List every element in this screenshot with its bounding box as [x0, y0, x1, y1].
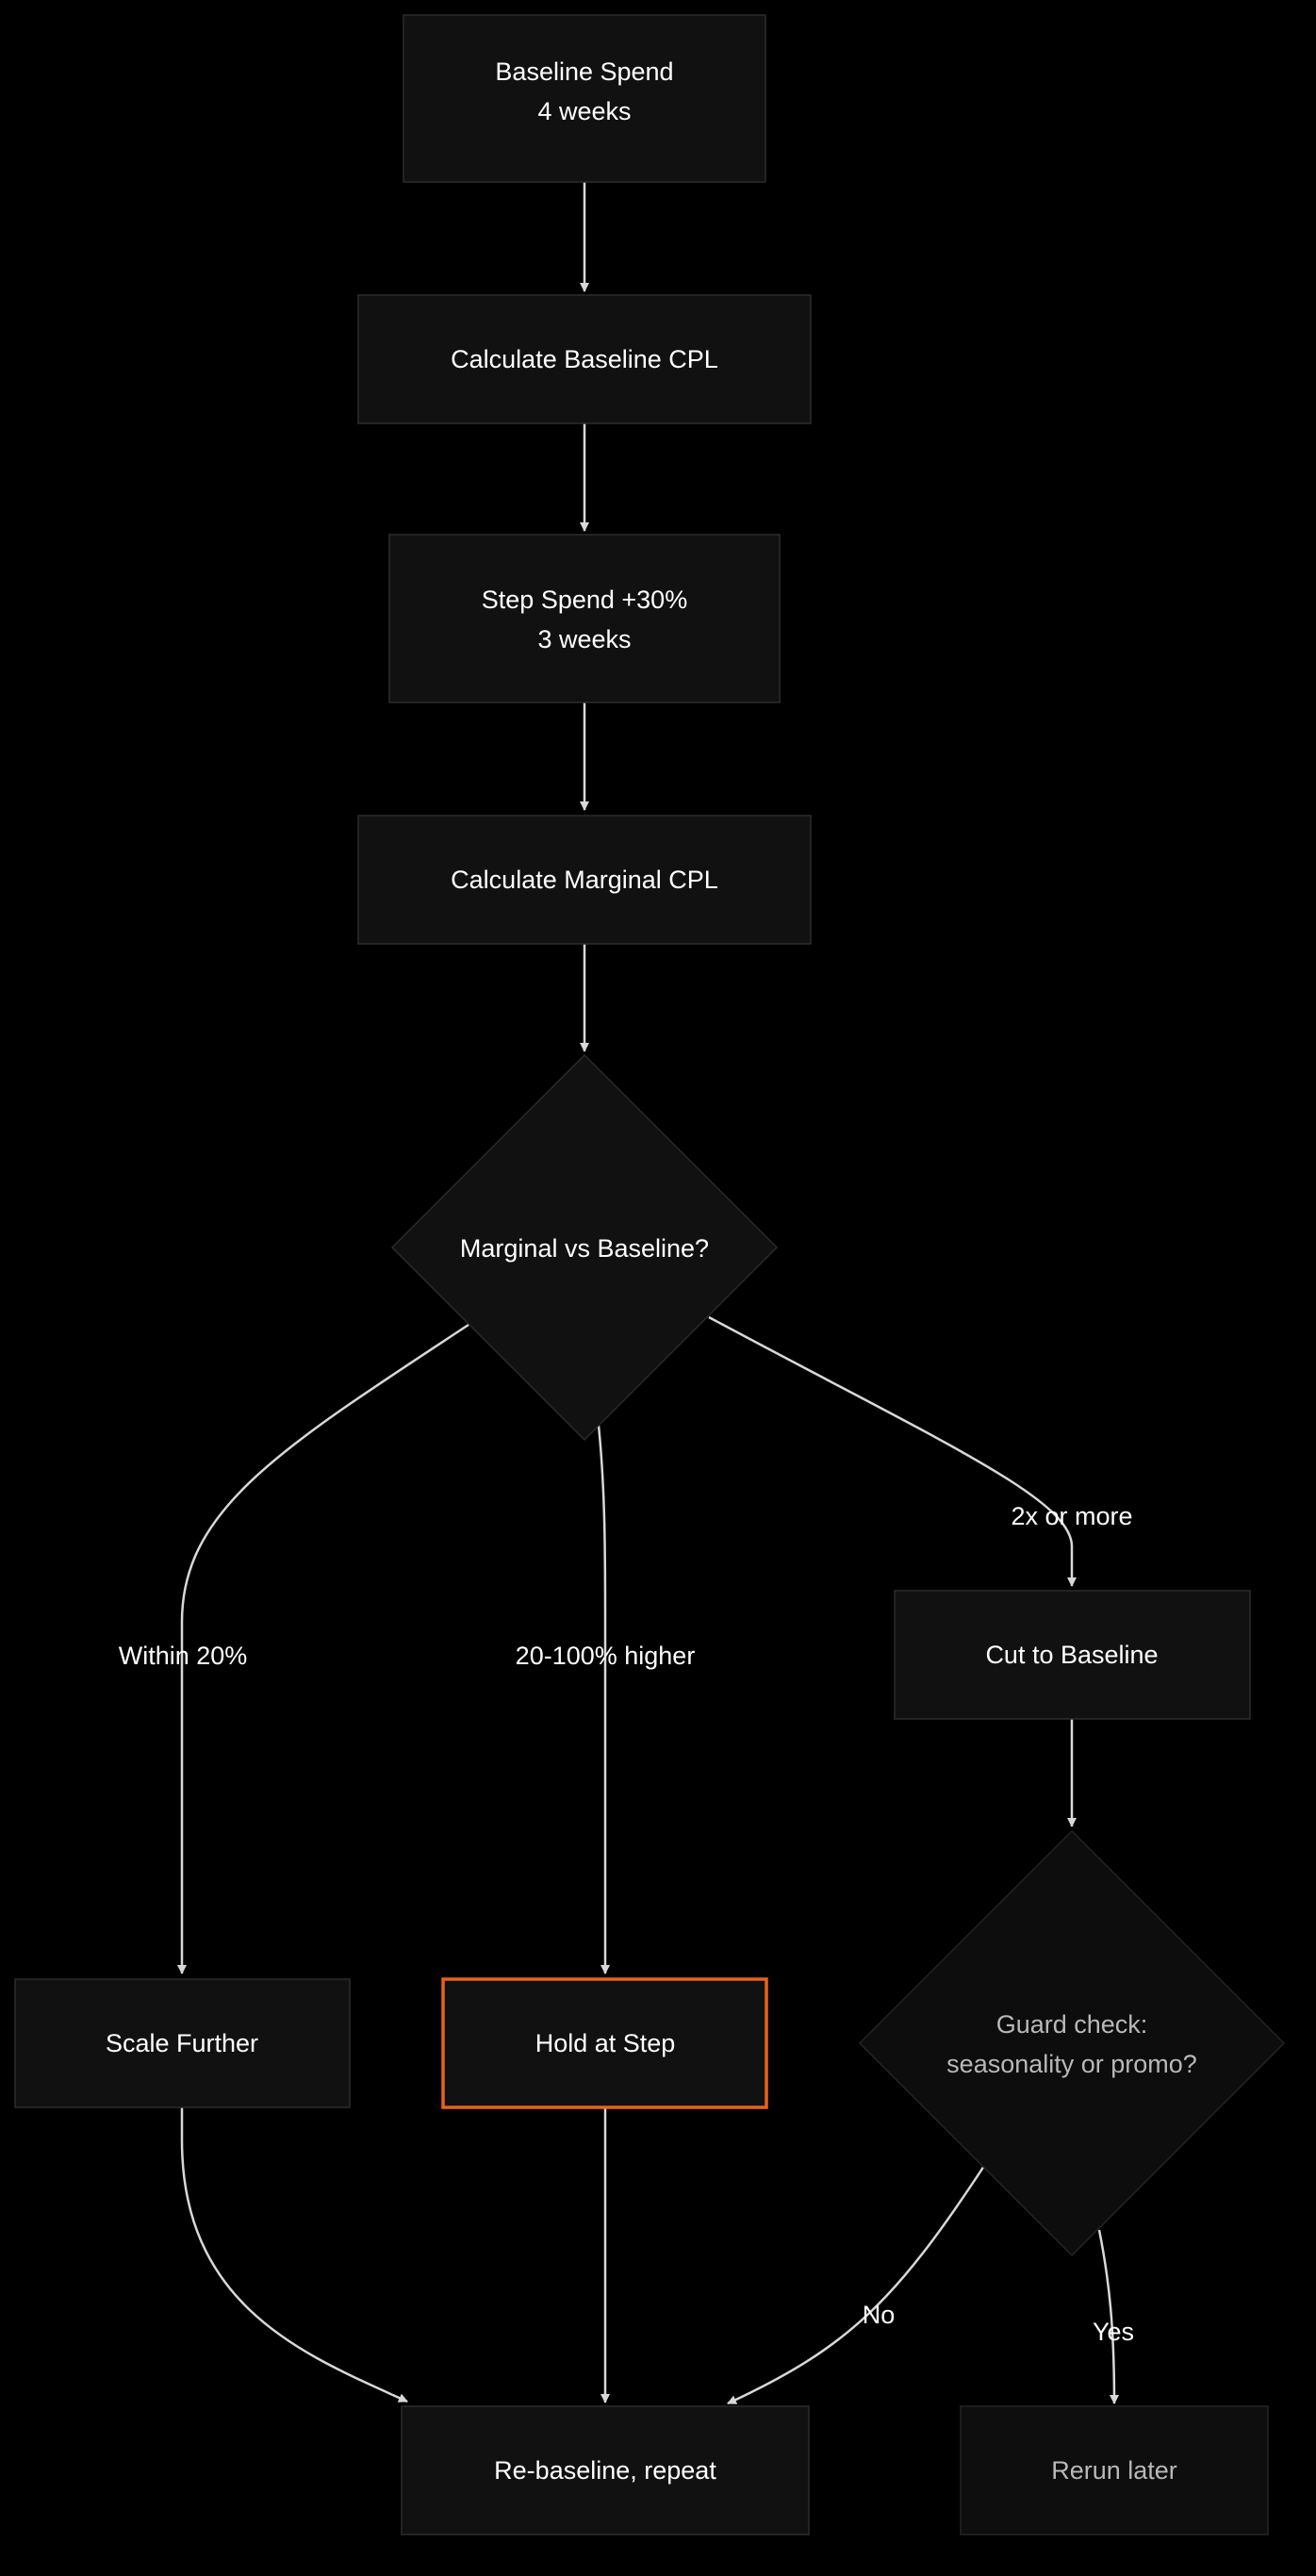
edge-label-20-100-higher: 20-100% higher [516, 1642, 696, 1670]
calculate-baseline-cpl-label: Calculate Baseline CPL [451, 345, 718, 373]
scale-further-label: Scale Further [106, 2029, 258, 2057]
edge-guard-check-no-to-rebaseline [727, 2165, 986, 2405]
node-hold-at-step[interactable]: Hold at Step [441, 1977, 768, 2109]
baseline-spend-duration: 4 weeks [537, 97, 631, 125]
edge-labels: Within 20% 20-100% higher 2x or more No … [119, 1502, 1134, 2346]
edge-scale-further-to-rebaseline [180, 2107, 408, 2403]
node-rebaseline-repeat[interactable]: Re-baseline, repeat [401, 2405, 810, 2535]
edge-label-within-20: Within 20% [119, 1642, 248, 1670]
step-spend-title: Step Spend +30% [482, 586, 687, 614]
edge-decision-to-scale-further [177, 1323, 469, 1974]
rerun-later-label: Rerun later [1051, 2456, 1177, 2485]
guard-check-question: seasonality or promo? [946, 2050, 1197, 2078]
edge-label-2x-or-more: 2x or more [1011, 1502, 1132, 1530]
guard-check-title: Guard check: [996, 2010, 1148, 2039]
rebaseline-repeat-label: Re-baseline, repeat [494, 2456, 716, 2485]
node-baseline-spend[interactable]: Baseline Spend 4 weeks [403, 14, 766, 183]
edge-decision-to-hold-step [597, 1425, 610, 1974]
node-calculate-marginal-cpl[interactable]: Calculate Marginal CPL [357, 815, 812, 945]
node-scale-further[interactable]: Scale Further [14, 1978, 351, 2108]
edge-decision-to-cut-baseline [708, 1315, 1077, 1587]
node-cut-to-baseline[interactable]: Cut to Baseline [894, 1590, 1251, 1720]
calculate-marginal-cpl-label: Calculate Marginal CPL [451, 866, 718, 894]
node-rerun-later[interactable]: Rerun later [960, 2405, 1269, 2535]
node-calculate-baseline-cpl[interactable]: Calculate Baseline CPL [357, 294, 812, 424]
edge-label-no: No [863, 2301, 896, 2329]
edges [177, 182, 1119, 2405]
node-guard-check[interactable]: Guard check: seasonality or promo? [858, 1829, 1286, 2257]
baseline-spend-title: Baseline Spend [495, 58, 673, 86]
node-step-spend[interactable]: Step Spend +30% 3 weeks [388, 534, 781, 703]
edge-label-yes: Yes [1093, 2318, 1134, 2346]
cut-to-baseline-label: Cut to Baseline [985, 1641, 1158, 1669]
hold-at-step-label: Hold at Step [535, 2029, 676, 2057]
node-decision-marginal-vs-baseline[interactable]: Marginal vs Baseline? [390, 1053, 779, 1442]
step-spend-duration: 3 weeks [537, 625, 631, 653]
edge-guard-check-yes-to-rerun-later [1097, 2229, 1119, 2404]
decision-label: Marginal vs Baseline? [460, 1234, 709, 1263]
